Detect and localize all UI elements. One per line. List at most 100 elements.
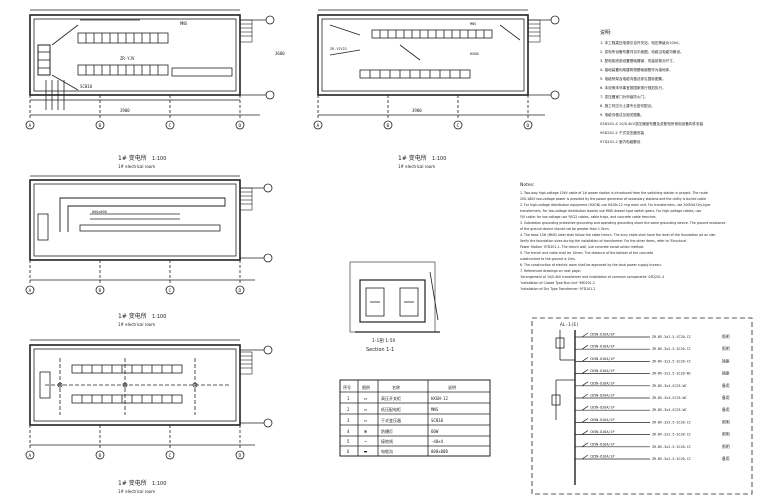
load-label: 照明 — [722, 444, 730, 449]
grid-label-d: D — [527, 123, 530, 129]
notes-en-line: 4. The base 10# (MNS) steel shall follow… — [520, 233, 716, 237]
section-title-en: Section 1-1 — [366, 347, 394, 353]
legend-cell: 60W — [431, 429, 439, 434]
grid-label-a: A — [29, 453, 32, 459]
plan-4-scale: 1:100 — [152, 481, 166, 487]
breaker-symbol — [581, 430, 589, 435]
load-label: 照明 — [722, 419, 730, 424]
load-label: 备用 — [722, 383, 730, 388]
grid-label-a: A — [29, 123, 32, 129]
cable-spec: ZR-BV-3x2.5-SC20-CC — [652, 335, 691, 339]
grid-label-c: C — [457, 123, 460, 129]
notes-cn-heading: 说明: — [600, 29, 612, 36]
load-label: 照明 — [722, 334, 730, 339]
legend-table — [339, 379, 491, 457]
section-1-1: 1-1剖 1:50 Section 1-1 — [349, 261, 440, 353]
legend-cell: 低压配电柜 — [381, 406, 401, 412]
notes-cn-line: 7. 变压器室门为甲级防火门。 — [600, 94, 648, 99]
breaker-spec: C65N-D20A/1P — [590, 406, 615, 410]
plan-3-title-cn: 1# 变电所 — [118, 312, 147, 320]
notes-en-line: transformers. For low-voltage distributi… — [520, 209, 701, 213]
plan-4-title-en: 1# electrical room — [118, 489, 155, 494]
legend-cell: HXGN-12 — [431, 396, 448, 401]
schematic-heading: AL-1(E) — [560, 322, 579, 328]
load-label: 备用 — [722, 395, 730, 400]
legend-cell: MNS — [431, 407, 439, 412]
plan-2-title-en: 1# electrical room — [398, 164, 435, 169]
plan-3-title-en: 1# electrical room — [118, 322, 155, 327]
breaker-symbol — [581, 393, 589, 399]
breaker-symbol — [581, 332, 589, 338]
breaker-symbol — [581, 344, 589, 350]
legend-cell: -40x4 — [431, 439, 444, 444]
breaker-symbol — [581, 405, 589, 411]
plan-2-title-cn: 1# 变电所 — [398, 154, 427, 162]
notes-en-line: 6. The construction of electric room sha… — [520, 263, 662, 267]
breaker-symbol — [581, 381, 589, 387]
cable-spec: ZR-BV-3x4-SC25-WC — [652, 384, 687, 388]
plan-2-scale: 1:100 — [432, 156, 446, 162]
plan-2: ZR-YJV22 MNS HXGN A B C D 3900 1# 变电所 1:… — [313, 9, 560, 169]
notes-en-heading: Notes: — [520, 182, 535, 188]
plan-1-scale: 1:100 — [152, 156, 166, 162]
cable-spec: ZR-BV-3x2.5-SC20-CC — [652, 433, 691, 437]
legend-cell: 5 — [347, 439, 350, 444]
legend-cell: ⊗ — [364, 429, 367, 435]
notes-en-line: 'Installation of Dry Type Transformer' 9… — [520, 287, 595, 291]
notes-cn-line: 03D201-4 10/0.4kV变压器室布置及变配电所常用设备构件安装 — [600, 121, 704, 126]
cable-spec: ZR-BV-3x4-SC25-WC — [652, 396, 687, 400]
notes-en-line: Power Station' 97D201-1. The trench wall… — [520, 245, 644, 249]
breaker-spec: C65N-D16A/1P — [590, 430, 615, 434]
breaker-symbol — [581, 454, 589, 460]
legend-cell: 4 — [347, 429, 350, 434]
notes-cn-line: 9. 电缆沟做法见相关图集。 — [600, 112, 644, 117]
plan-1-title-cn: 1# 变电所 — [118, 154, 147, 162]
load-label: 插座 — [722, 358, 730, 363]
notes-en-line: YJV cable; for low voltage use YJV22 cab… — [520, 215, 657, 219]
legend-cell: 电缆沟 — [381, 448, 393, 454]
breaker-spec: C65N-D16A/1P — [590, 357, 615, 361]
grid-label-b: B — [99, 453, 102, 459]
grid-label-b: B — [387, 123, 390, 129]
breaker-symbol — [581, 369, 589, 374]
legend-cell: 防爆灯 — [381, 428, 393, 434]
grid-label-b: B — [99, 123, 102, 129]
grid-label-c: C — [169, 123, 172, 129]
notes-en-line: 'Installation of Closed Type Bus Line' 9… — [520, 281, 595, 285]
legend-header-cell: 名称 — [392, 384, 400, 390]
legend-cell: 2 — [347, 407, 350, 412]
legend-header-cell: 序号 — [343, 384, 351, 390]
grid-label-d: D — [239, 453, 242, 459]
svg-text:800x800: 800x800 — [92, 210, 107, 214]
legend-text: 序号 图例 名称 说明 1 ▭ 高压开关柜 HXGN-12 2 ▭ 低压配电柜 … — [343, 384, 456, 455]
notes-en-line: 2. For high-voltage distribution equipme… — [520, 203, 710, 207]
breaker-spec: C65N-D16A/1P — [590, 455, 615, 459]
legend-cell: 6 — [347, 449, 350, 454]
notes-en-line: 5. The trench and cable shall be 10mm. T… — [520, 251, 653, 255]
svg-text:3900: 3900 — [120, 108, 130, 113]
breaker-symbol — [581, 418, 589, 423]
notes-cn-line: 4. 接地装置利用建筑物基础钢筋作为接地体。 — [600, 67, 673, 72]
grid-label-b: B — [99, 288, 102, 294]
svg-text:ZR-YJV22: ZR-YJV22 — [330, 47, 347, 51]
grid-label-a: A — [317, 123, 320, 129]
legend-header-cell: 说明 — [448, 384, 456, 390]
grid-label-c: C — [169, 288, 172, 294]
svg-text:3900: 3900 — [412, 108, 422, 113]
load-label: 照明 — [722, 346, 730, 351]
notes-cn: 说明: 1. 本工程高压电源引自开关站，电压等级为10kV。 2. 变电所设备布… — [600, 29, 704, 144]
notes-cn-line: 99D201-2 干式变压器安装 — [600, 130, 644, 135]
notes-en-line: 7. Referenced drawings on next page: — [520, 269, 581, 273]
legend-cell: 干式变压器 — [381, 417, 401, 423]
notes-en-line: 3. Substation grounding protective groun… — [520, 221, 725, 225]
cable-spec: ZR-BV-3x4-SC25-WC — [652, 408, 687, 412]
legend-cell: 高压开关柜 — [381, 395, 401, 401]
notes-cn-line: 8. 施工时应与土建专业密切配合。 — [600, 103, 655, 108]
legend-cell: ▭ — [364, 418, 367, 424]
